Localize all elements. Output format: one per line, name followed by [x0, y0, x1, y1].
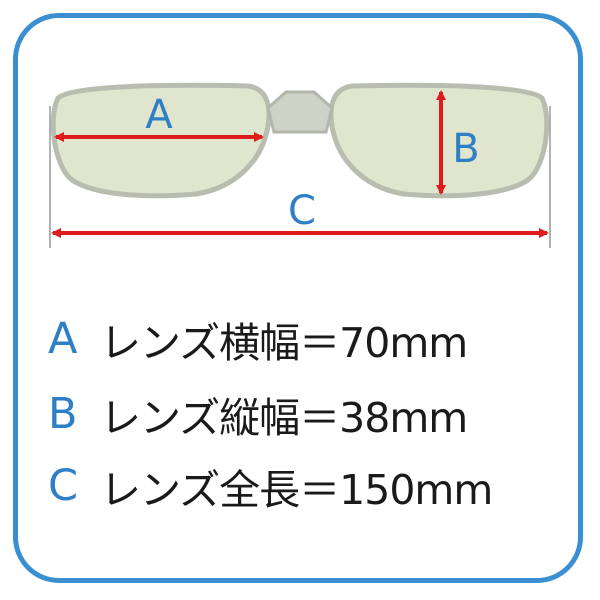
legend-row-b: B レンズ縦幅＝38mm: [48, 386, 468, 442]
legend-text-a: レンズ横幅＝70mm: [100, 319, 468, 367]
legend-letter-b: B: [48, 389, 78, 439]
label-a: A: [145, 92, 173, 138]
legend-row-c: C レンズ全長＝150mm: [48, 458, 493, 514]
label-b: B: [452, 126, 479, 172]
legend-row-a: A レンズ横幅＝70mm: [48, 311, 468, 367]
legend-text-c: レンズ全長＝150mm: [100, 466, 493, 514]
legend-text-b: レンズ縦幅＝38mm: [100, 394, 468, 442]
label-c: C: [288, 188, 316, 234]
nose-bridge: [266, 90, 334, 134]
legend-letter-a: A: [48, 314, 78, 364]
legend-letter-c: C: [48, 461, 79, 511]
